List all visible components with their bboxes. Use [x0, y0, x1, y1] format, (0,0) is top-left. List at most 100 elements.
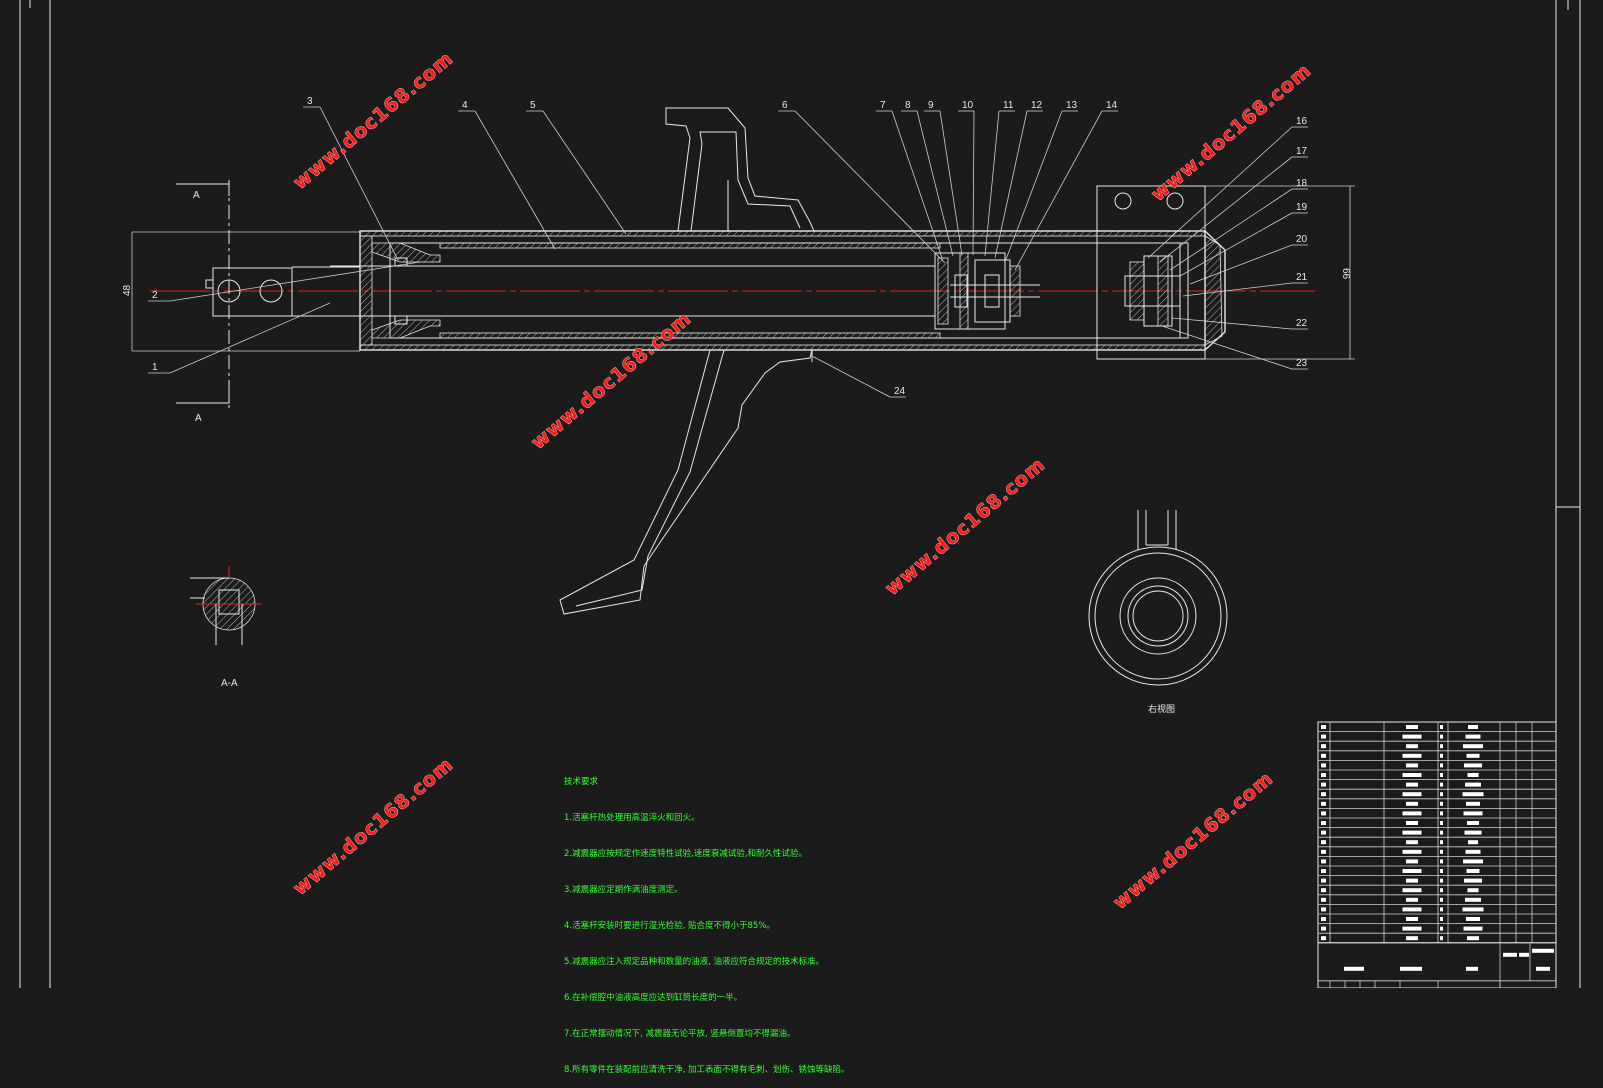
- parts-list-cell: [1406, 936, 1418, 941]
- watermark-text: www.doc168.com: [1109, 767, 1278, 913]
- parts-list-cell: [1321, 849, 1326, 854]
- parts-list-cell: [1463, 811, 1483, 816]
- parts-list-cell: [1406, 725, 1418, 729]
- parts-list-cell: [1464, 763, 1482, 768]
- parts-list-cell: [1440, 936, 1443, 941]
- parts-list-cell: [1321, 744, 1326, 749]
- parts-list-cell: [1402, 734, 1422, 739]
- parts-list-cell: [1440, 753, 1443, 758]
- parts-list-cell: [1321, 725, 1326, 729]
- parts-list-cell: [1466, 753, 1480, 758]
- right-view-label: 右视图: [1148, 703, 1175, 715]
- title-block: [1317, 721, 1557, 988]
- part-leader: 11: [984, 100, 1015, 257]
- parts-list-cell: [1463, 859, 1483, 864]
- part-leader: 14: [1014, 100, 1118, 271]
- tech-item: 6.在补偿腔中油液高度应达到缸筒长度的一半。: [564, 993, 743, 1003]
- parts-list-cell: [1321, 917, 1326, 921]
- right-view: 右视图: [1088, 510, 1228, 715]
- parts-list-cell: [1406, 840, 1418, 845]
- parts-list-cell: [1321, 830, 1326, 835]
- part-leader: 18: [1169, 178, 1308, 271]
- part-leader: 9: [924, 100, 963, 256]
- parts-list-cell: [1321, 878, 1326, 883]
- parts-list-cell: [1406, 782, 1418, 787]
- parts-list-cell: [1467, 773, 1479, 777]
- parts-list-cell: [1321, 801, 1326, 806]
- parts-list-cell: [1321, 734, 1326, 739]
- parts-list-cell: [1440, 888, 1443, 893]
- part-number-label: 6: [782, 100, 788, 111]
- dimension-left: 48: [122, 284, 133, 296]
- part-leader: 10: [958, 100, 975, 256]
- parts-list-cell: [1465, 849, 1481, 854]
- parts-list-cell: [1465, 782, 1481, 787]
- part-leader: 22: [1171, 317, 1308, 330]
- part-leader: 1: [148, 302, 331, 374]
- part-number-label: 17: [1296, 146, 1308, 157]
- dimension-right: 66: [1340, 268, 1351, 280]
- parts-list-cell: [1321, 840, 1326, 845]
- part-number-label: 23: [1296, 358, 1308, 369]
- parts-list-cell: [1406, 763, 1418, 768]
- parts-list-cell: [1440, 763, 1443, 768]
- rod-end-clamp: 48 A A: [122, 180, 360, 424]
- parts-list-cell: [1440, 926, 1443, 931]
- part-leader: 17: [1159, 146, 1308, 263]
- part-number-label: 13: [1066, 100, 1078, 111]
- parts-list-cell: [1440, 725, 1443, 729]
- section-mark-bottom: A: [195, 413, 202, 424]
- parts-list-cell: [1402, 849, 1422, 854]
- part-number-label: 3: [307, 96, 313, 107]
- parts-list-cell: [1466, 869, 1480, 873]
- parts-list-cell: [1440, 792, 1443, 797]
- part-number-label: 16: [1296, 116, 1308, 127]
- part-number-label: 10: [962, 100, 974, 111]
- parts-list-cell: [1402, 926, 1422, 931]
- part-leader: 21: [1182, 272, 1308, 297]
- tech-item: 7.在正常摆动情况下, 减震器无论平放, 竖悬倒置均不得漏油。: [564, 1029, 796, 1039]
- parts-list-cell: [1440, 859, 1443, 864]
- parts-list-cell: [1440, 811, 1443, 816]
- part-leader: 23: [1161, 325, 1308, 370]
- parts-list-cell: [1467, 936, 1479, 941]
- parts-list-cell: [1402, 907, 1422, 912]
- parts-list-cell: [1402, 888, 1422, 893]
- cylinder-body: [330, 230, 1226, 351]
- parts-list-cell: [1440, 782, 1443, 787]
- parts-list-cell: [1406, 897, 1418, 902]
- technical-requirements: 技术要求 1.活塞杆热处理用高温淬火和回火。 2.减震器应按规定作速度特性试验,…: [564, 752, 850, 1088]
- parts-list-cell: [1462, 792, 1484, 797]
- parts-list-cell: [1406, 917, 1418, 921]
- parts-list-cell: [1468, 725, 1478, 729]
- part-leader: 5: [526, 100, 627, 235]
- parts-list-cell: [1464, 878, 1482, 883]
- parts-list-cell: [1440, 734, 1443, 739]
- parts-list-cell: [1402, 811, 1422, 816]
- parts-list-cell: [1406, 744, 1418, 749]
- part-leader: 4: [458, 100, 556, 250]
- part-number-label: 4: [462, 100, 468, 111]
- parts-list-cell: [1321, 859, 1326, 864]
- section-mark-top: A: [193, 190, 200, 201]
- part-leader: 7: [876, 100, 943, 259]
- part-leader: 6: [778, 100, 946, 264]
- part-leader: 3: [303, 96, 399, 261]
- part-number-label: 19: [1296, 202, 1308, 213]
- part-number-label: 12: [1031, 100, 1043, 111]
- parts-list-cell: [1464, 830, 1482, 835]
- parts-list-cell: [1440, 830, 1443, 835]
- part-number-label: 14: [1106, 100, 1118, 111]
- parts-list-cell: [1467, 821, 1479, 825]
- parts-list-cell: [1463, 926, 1483, 931]
- part-leader: 24: [811, 355, 906, 398]
- part-leader: 8: [901, 100, 954, 257]
- part-number-label: 18: [1296, 178, 1308, 189]
- part-number-label: 21: [1296, 272, 1308, 283]
- parts-list-cell: [1321, 888, 1326, 893]
- part-number-label: 8: [905, 100, 911, 111]
- parts-list-cell: [1402, 792, 1422, 797]
- part-number-label: 2: [152, 290, 158, 301]
- parts-list-cell: [1440, 917, 1443, 921]
